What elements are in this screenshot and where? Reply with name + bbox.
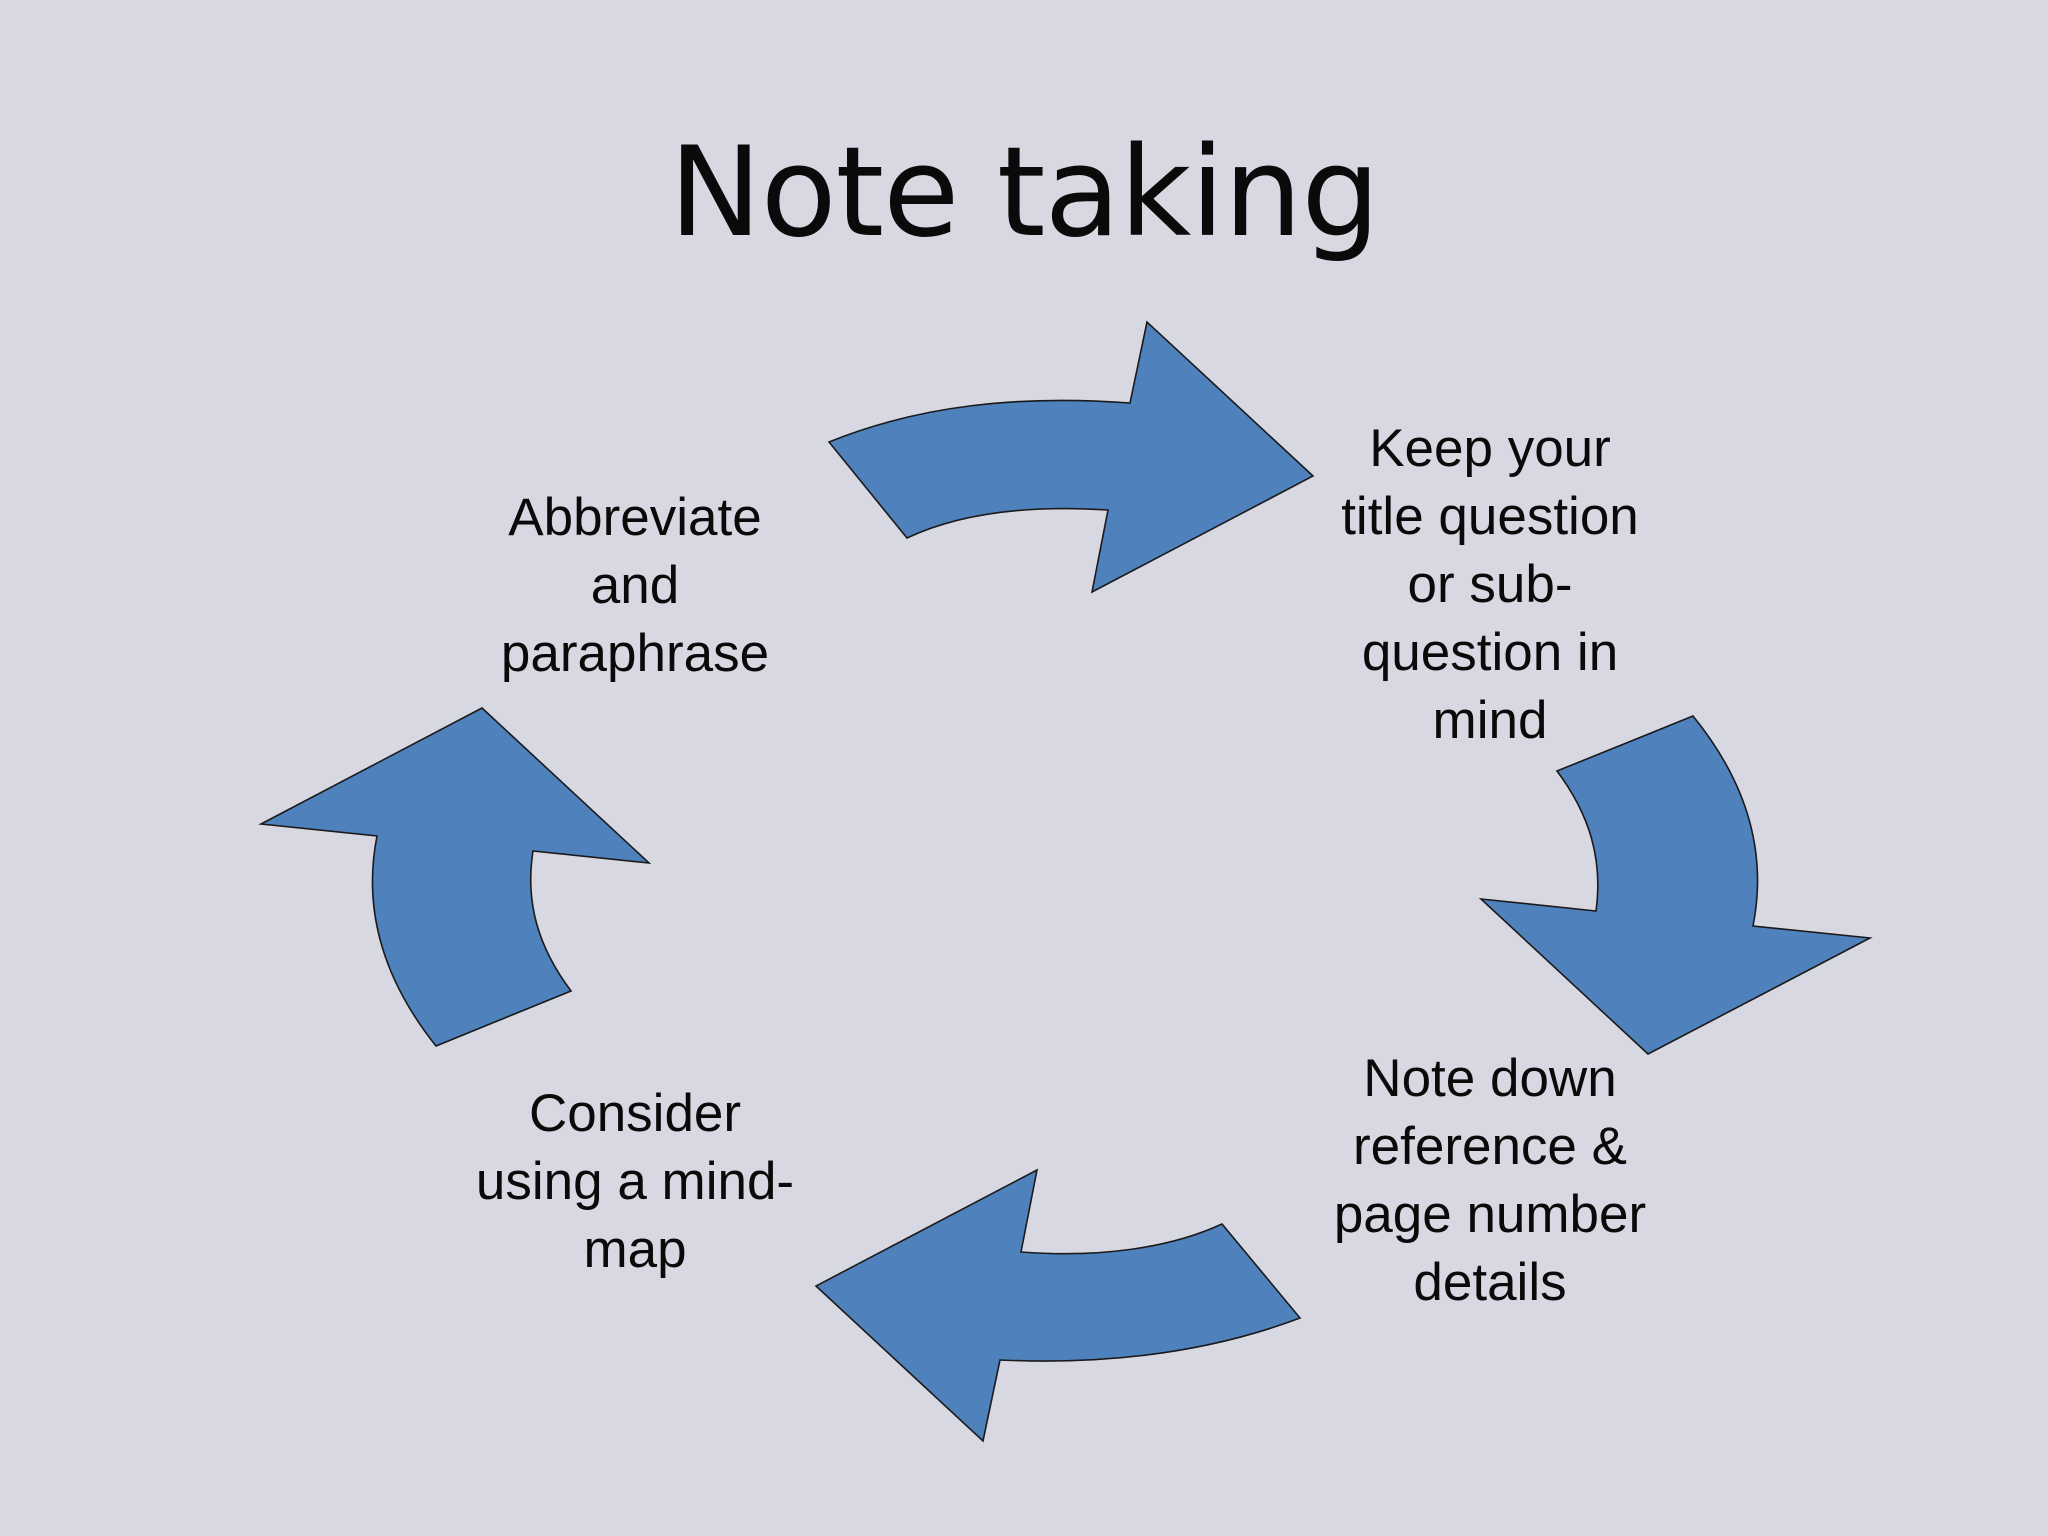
curved-arrow-bottom-icon (814, 1168, 1302, 1443)
curved-arrow-top-icon (827, 320, 1315, 594)
curved-arrow-left-icon (258, 707, 652, 1047)
step-keep-title-question: Keep your title question or sub- questio… (1341, 419, 1639, 750)
slide-title: Note taking (668, 121, 1380, 265)
step-note-down-reference: Note down reference & page number detail… (1333, 1049, 1647, 1312)
curved-arrow-right-icon (1478, 715, 1873, 1055)
step-consider-mind-map: Consider using a mind- map (475, 1084, 795, 1279)
step-abbreviate-paraphrase: Abbreviate and paraphrase (500, 488, 770, 683)
